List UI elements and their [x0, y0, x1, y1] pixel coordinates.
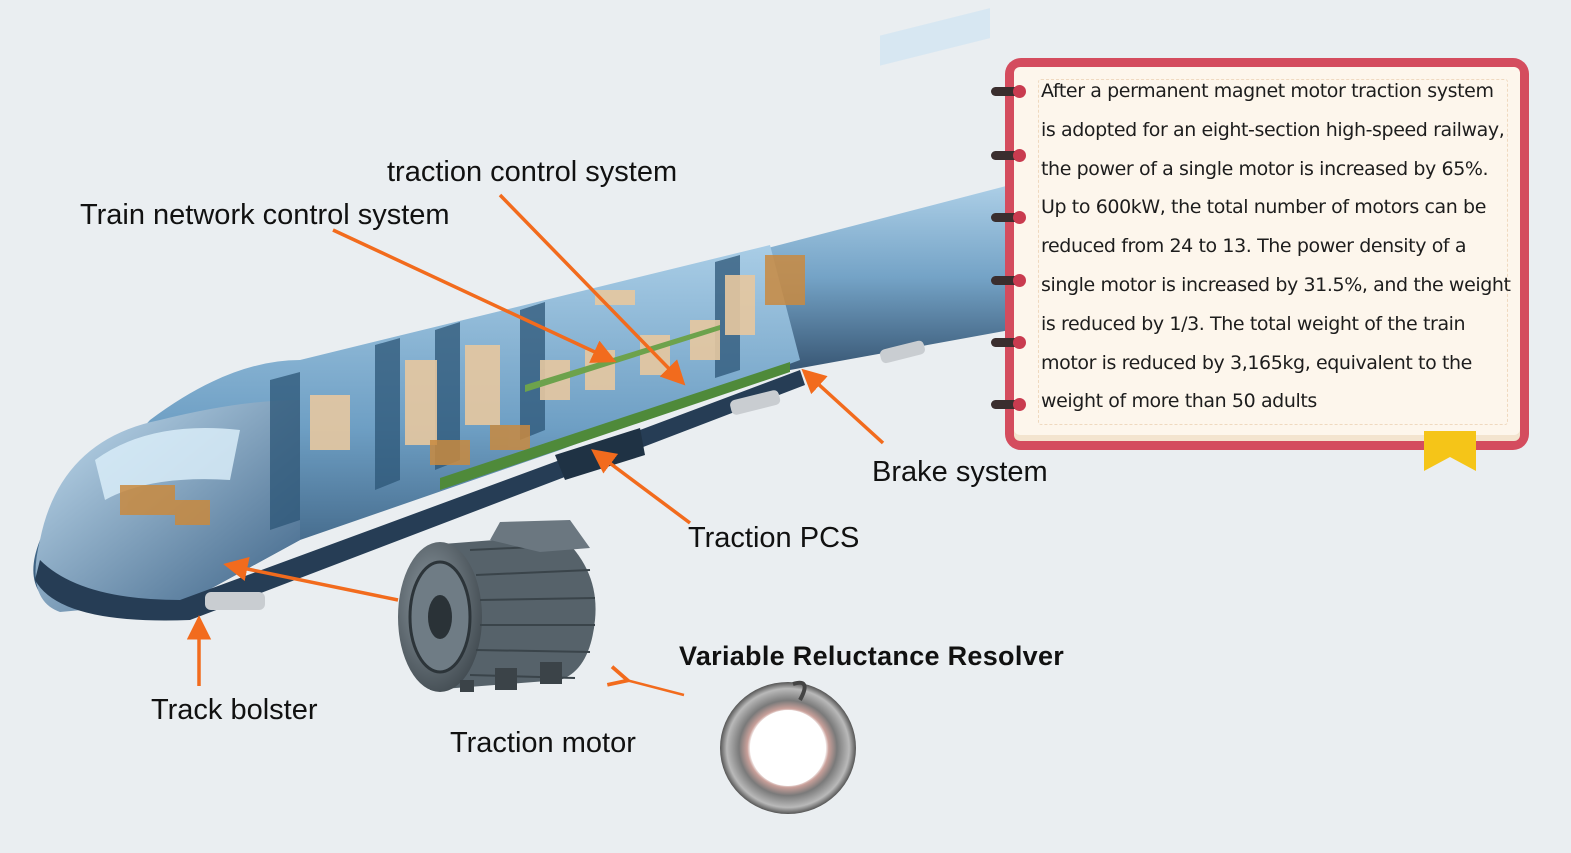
arrow-motor-to-train — [223, 556, 399, 602]
bookmark-icon — [1424, 431, 1476, 471]
arrow-traction-control — [498, 193, 686, 386]
callout-arrows — [186, 193, 885, 697]
arrow-traction-pcs — [591, 449, 692, 525]
binder-ring-icon — [991, 336, 1031, 349]
binder-ring-icon — [991, 274, 1031, 287]
label-brake-system: Brake system — [872, 456, 1048, 488]
label-traction-control-system: traction control system — [387, 156, 678, 188]
notebook-page — [1014, 67, 1520, 435]
train-cutaway-illustration — [33, 8, 1010, 621]
arrow-resolver — [626, 680, 685, 697]
label-traction-pcs: Traction PCS — [688, 522, 860, 554]
notebook-text: After a permanent magnet motor traction … — [1041, 80, 1511, 413]
label-traction-motor: Traction motor — [450, 727, 636, 759]
binder-ring-icon — [991, 211, 1031, 224]
resolver-ring-illustration — [720, 680, 856, 814]
binder-ring-icon — [991, 149, 1031, 162]
info-notebook-card: After a permanent magnet motor traction … — [991, 58, 1529, 450]
label-track-bolster: Track bolster — [151, 694, 318, 726]
binder-ring-icon — [991, 398, 1031, 411]
arrow-brake — [801, 368, 885, 445]
label-variable-reluctance-resolver: Variable Reluctance Resolver — [679, 641, 1065, 671]
binder-ring-icon — [991, 85, 1031, 98]
traction-motor-illustration — [398, 520, 596, 692]
label-train-network-control-system: Train network control system — [80, 199, 450, 231]
arrow-train-network — [332, 228, 617, 363]
